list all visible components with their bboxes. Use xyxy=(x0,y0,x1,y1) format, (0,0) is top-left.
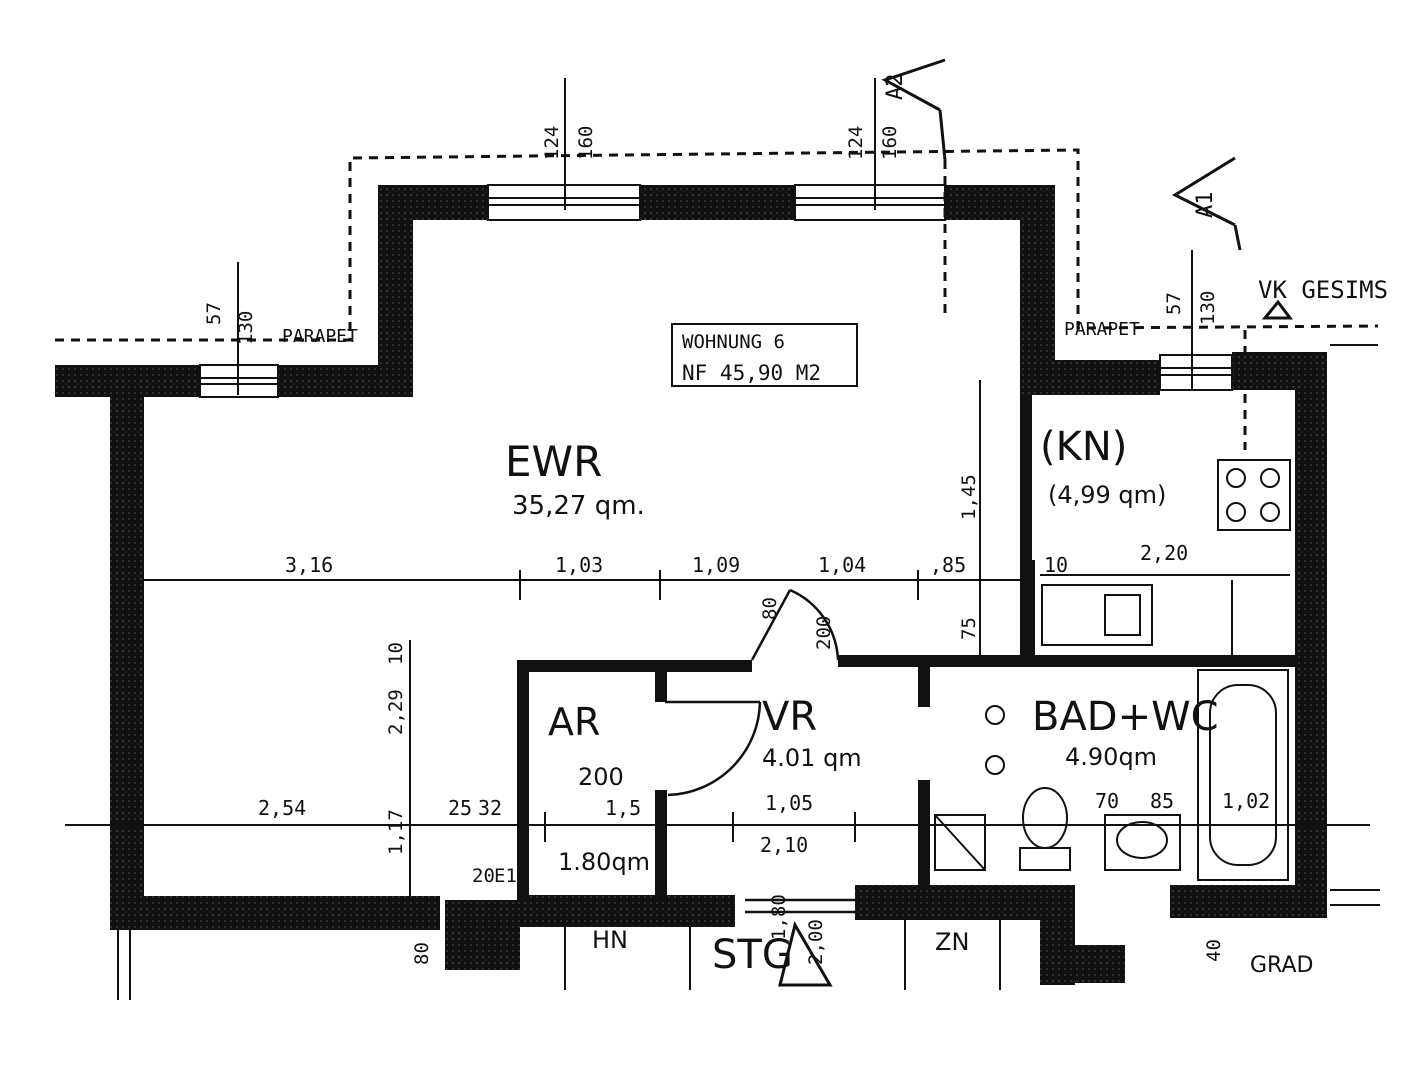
dim-upper-0: 3,16 xyxy=(285,553,333,577)
dim-lower-6: 70 xyxy=(1095,789,1119,813)
apartment-area: NF 45,90 M2 xyxy=(682,361,821,385)
dim-vertical-6: 1,17 xyxy=(385,809,407,855)
dim-vertical-2: 200 xyxy=(813,616,835,650)
dim-lower-1: 25 xyxy=(448,796,472,820)
dim-lower-3: 1,5 xyxy=(605,796,641,820)
room-bad-name: BAD+WC xyxy=(1032,694,1219,740)
neighbor-stg: STG xyxy=(712,932,793,978)
parapet-left-label: PARAPET xyxy=(282,326,358,347)
section-mark-a1: A1 xyxy=(1193,192,1218,219)
dim-lower-8: 1,02 xyxy=(1222,789,1270,813)
dim-upper-4: ,85 xyxy=(930,553,966,577)
dim-upper-2: 1,09 xyxy=(692,553,740,577)
roof-outline xyxy=(55,148,1379,450)
dim-window-top2-a: 124 xyxy=(845,126,867,160)
room-vr-area: 4.01 qm xyxy=(762,744,862,772)
room-bad-area: 4.90qm xyxy=(1065,743,1157,771)
room-ar-name: AR xyxy=(548,700,600,744)
dim-vertical-5: 2,29 xyxy=(385,689,407,735)
apartment-name: WOHNUNG 6 xyxy=(682,331,785,353)
dim-window-top2-b: 160 xyxy=(879,126,901,160)
dim-window-right-a: 57 xyxy=(1163,292,1185,315)
dim-vertical-11: 80 xyxy=(411,942,433,965)
dim-vertical-4: 10 xyxy=(385,642,407,665)
dim-vertical-10: 1,80 xyxy=(768,894,790,940)
room-vr-name: VR xyxy=(762,694,817,740)
bathroom-fixtures xyxy=(934,669,1289,881)
dim-lower-2: 32 xyxy=(478,796,502,820)
neighbor-zn: ZN xyxy=(935,928,969,956)
neighbor-grad: GRAD xyxy=(1250,953,1313,978)
dim-upper-1: 1,03 xyxy=(555,553,603,577)
interior-walls xyxy=(517,395,1298,900)
dim-vertical-0: 1,45 xyxy=(958,474,980,520)
room-ewr-area: 35,27 qm. xyxy=(512,491,645,521)
room-kn-area: (4,99 qm) xyxy=(1048,481,1166,509)
apartment-label: WOHNUNG 6 NF 45,90 M2 xyxy=(671,323,858,387)
section-markers xyxy=(778,58,1293,987)
dim-vertical-8: E1 xyxy=(494,865,517,887)
room-ar-area: 1.80qm xyxy=(558,848,650,876)
dim-vertical-12: 40 xyxy=(1203,939,1225,962)
dim-window-left-b: 130 xyxy=(235,311,257,345)
dim-upper-3: 1,04 xyxy=(818,553,866,577)
plan-stubs xyxy=(117,344,1380,1000)
dim-vertical-9: 2,00 xyxy=(805,919,827,965)
room-ewr-name: EWR xyxy=(505,437,602,486)
dim-window-top1-b: 160 xyxy=(575,126,597,160)
dim-vertical-7: 20 xyxy=(472,865,495,887)
dim-window-top1-a: 124 xyxy=(541,126,563,160)
dim-window-right-b: 130 xyxy=(1197,291,1219,325)
dim-lower-0: 2,54 xyxy=(258,796,306,820)
dim-upper-5: 10 xyxy=(1044,553,1068,577)
dim-lower-7: 85 xyxy=(1150,789,1174,813)
dim-upper-6: 2,20 xyxy=(1140,541,1188,565)
room-ar-height: 200 xyxy=(578,763,624,791)
section-mark-a2: A2 xyxy=(883,74,908,101)
neighbor-hn: HN xyxy=(592,926,628,954)
dim-lower-4: 1,05 xyxy=(765,791,813,815)
dim-vertical-3: 80 xyxy=(759,597,781,620)
door-swings xyxy=(665,588,855,914)
dim-window-left-a: 57 xyxy=(203,302,225,325)
parapet-right-label: PARAPET xyxy=(1064,319,1140,340)
room-kn-name: (KN) xyxy=(1040,424,1127,470)
kitchen-fixtures xyxy=(1040,459,1291,646)
vk-gesims-label: VK GESIMS xyxy=(1258,276,1388,304)
dim-vertical-1: 75 xyxy=(958,617,980,640)
dim-lower-5: 2,10 xyxy=(760,833,808,857)
dimension-lines xyxy=(65,78,1370,900)
exterior-walls xyxy=(55,185,1327,985)
